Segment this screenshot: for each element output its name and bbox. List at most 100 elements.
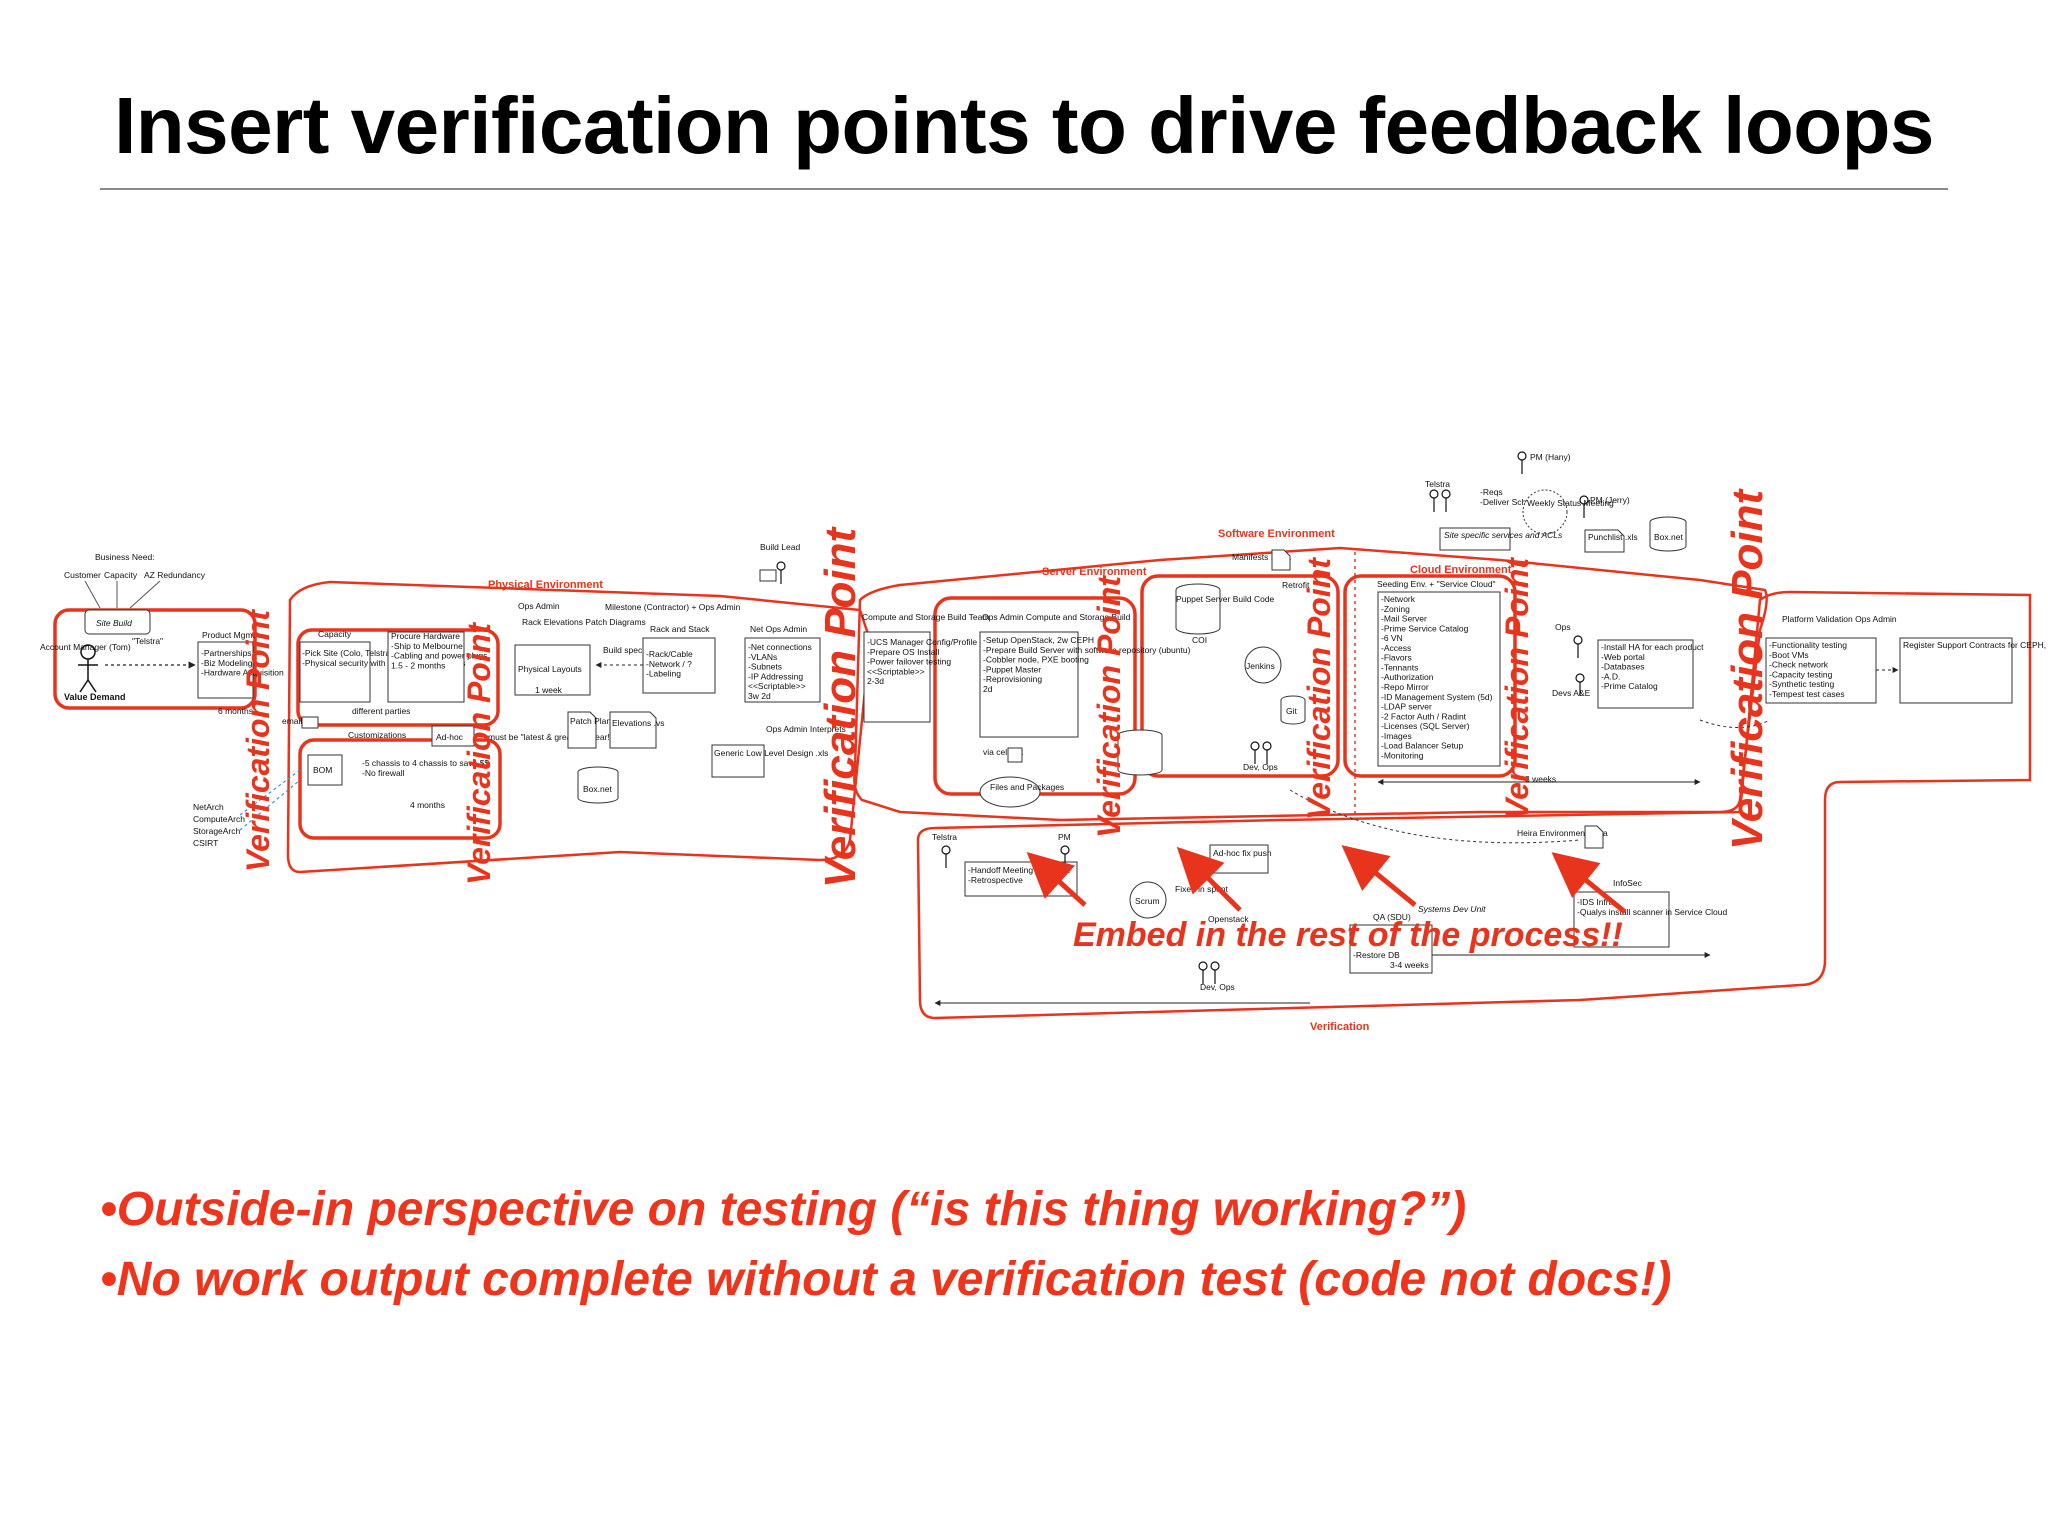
elevations-label: Elevations .vs xyxy=(612,718,664,728)
six-months-label: 6 months xyxy=(218,706,253,716)
box-net-database-icon xyxy=(577,766,619,804)
ha-box: -Install HA for each product-Web portal-… xyxy=(1601,642,1704,691)
ops-admin-compute-box: -Setup OpenStack, 2w CEPH-Prepare Build … xyxy=(983,635,1191,694)
verification-point-3: Verification Point xyxy=(816,525,865,888)
scrum-icon xyxy=(1129,881,1167,919)
csirt-label: CSIRT xyxy=(193,838,218,848)
weekly-status-label: Weekly Status Meeting xyxy=(1527,498,1614,508)
infosec-box: -IDS Infra-Qualys install scanner in Ser… xyxy=(1577,897,1728,917)
retrofit-label: Retrofit xyxy=(1282,580,1310,590)
verification-point-2: Verification Point xyxy=(461,622,497,885)
patch-plan-label: Patch Plan .xls xyxy=(570,716,626,726)
site-build-label: Site Build xyxy=(96,618,132,628)
ad-hoc-label: Ad-hoc xyxy=(436,732,464,742)
via-cell-net-label: via cell net xyxy=(983,747,1024,757)
scrum-label: Scrum xyxy=(1135,896,1160,906)
customizations-label: Customizations xyxy=(348,730,406,740)
storagearch-label: StorageArch xyxy=(193,826,241,836)
customer-label: Customer xyxy=(64,570,101,580)
vp-box-capacity xyxy=(296,628,500,727)
platform-validation-label: Platform Validation Ops Admin xyxy=(1782,614,1897,624)
embed-arrow-4 xyxy=(1551,852,1627,914)
build-spec-label: Build spec? xyxy=(603,645,647,655)
coi-label: COI xyxy=(1192,635,1207,645)
product-mgmt-box: -Partnerships-Biz Modeling-Hardware Acqu… xyxy=(201,648,284,678)
value-demand-label: Value Demand xyxy=(64,692,126,702)
physical-environment-outline xyxy=(286,580,872,874)
embed-annotation: Embed in the rest of the process!! xyxy=(1073,916,1623,954)
milestone-label: Milestone (Contractor) + Ops Admin xyxy=(605,602,741,612)
dev-ops-label-2: Dev, Ops xyxy=(1200,982,1235,992)
net-ops-box: -Net connections-VLANs-Subnets-IP Addres… xyxy=(748,642,812,701)
restore-db-label: -Restore DB xyxy=(1353,950,1400,960)
pm-jerry-label: PM (Jerry) xyxy=(1590,495,1630,505)
three-weeks-label: 3 weeks xyxy=(1525,774,1556,784)
rack-stack-box: -Rack/Cable-Network / ?-Labeling xyxy=(646,649,693,679)
compute-storage-box: -UCS Manager Config/Profile-Prepare OS I… xyxy=(867,637,977,686)
cloud-environment-label: Cloud Environment xyxy=(1410,564,1512,576)
systems-dev-unit-label: Systems Dev Unit xyxy=(1418,904,1486,914)
compute-storage-team-label: Compute and Storage Build Team xyxy=(862,612,989,622)
box-net-top-label: Box.net xyxy=(1654,532,1683,542)
different-parties-label: different parties xyxy=(352,706,410,716)
bom-notes: -5 chassis to 4 chassis to save $$-No fi… xyxy=(362,758,489,778)
must-be-latest-label: must be "latest & greatest" gear! xyxy=(488,732,610,742)
verification-point-5: Verification Point xyxy=(1301,557,1337,820)
reqs-label: -Reqs-Deliver Schedule xyxy=(1480,487,1547,507)
openstack-label: Openstack xyxy=(1208,914,1249,924)
physical-environment-label: Physical Environment xyxy=(488,579,603,591)
generic-lld-label: Generic Low Level Design .xls xyxy=(714,748,828,758)
build-lead-label: Build Lead xyxy=(760,542,800,552)
telstra-label-bottom: Telstra xyxy=(932,832,957,842)
platform-box: -Functionality testing-Boot VMs-Check ne… xyxy=(1769,640,1847,699)
account-manager-label: Account Manager (Tom) xyxy=(40,642,131,652)
qa-sdu-label: QA (SDU) xyxy=(1373,912,1411,922)
heira-env-label: Heira Environment Data xyxy=(1517,828,1608,838)
dev-ops-label-1: Dev, Ops xyxy=(1243,762,1278,772)
three-four-weeks-label: 3-4 weeks xyxy=(1390,960,1429,970)
mail-icon xyxy=(759,569,777,582)
four-months-label: 4 months xyxy=(410,800,445,810)
weekly-status-icon xyxy=(1522,489,1568,535)
email-label: email xyxy=(282,716,302,726)
physical-layouts-label: Physical Layouts xyxy=(518,664,582,674)
puppet-server-label: Puppet Server Build Code xyxy=(1176,594,1275,604)
box-net-top-database-icon xyxy=(1649,516,1687,552)
embed-arrow-2 xyxy=(1176,846,1242,912)
capacity-need-label: Capacity xyxy=(104,570,138,580)
verification-point-7: Verification Point xyxy=(1723,487,1772,850)
pm-hany-label: PM (Hany) xyxy=(1530,452,1571,462)
vp-box-site-build xyxy=(53,608,257,710)
ops-admin-interprets-label: Ops Admin Interprets xyxy=(766,724,846,734)
puppet-database-icon xyxy=(1175,583,1221,635)
handoff-box: -Handoff Meeting to Telstra-Retrospectiv… xyxy=(968,865,1070,885)
ops-label: Ops xyxy=(1555,622,1571,632)
jenkins-label: Jenkins xyxy=(1246,661,1275,671)
punchlist-label: Punchlist .xls xyxy=(1588,532,1638,542)
computearch-label: ComputeArch xyxy=(193,814,245,824)
infosec-label: InfoSec xyxy=(1613,878,1643,888)
account-manager-person-icon xyxy=(78,644,98,693)
software-environment-label: Software Environment xyxy=(1218,528,1335,540)
product-mgmt-label: Product Mgmt xyxy=(202,630,256,640)
embed-arrow-3 xyxy=(1341,845,1417,907)
vp-box-puppet xyxy=(1140,574,1340,778)
bullet-list: •Outside-in perspective on testing (“is … xyxy=(100,1175,1672,1315)
jenkins-icon xyxy=(1244,646,1282,684)
email-icon xyxy=(301,716,319,729)
netarch-label: NetArch xyxy=(193,802,224,812)
vp-box-bom xyxy=(298,738,502,840)
git-label: Git xyxy=(1286,706,1298,716)
pm-label: PM xyxy=(1058,832,1071,842)
rack-elevations-label: Rack Elevations Patch Diagrams xyxy=(522,617,646,627)
support-box: Register Support Contracts for CEPH, Can… xyxy=(1903,640,2048,650)
telstra-quote-label: "Telstra" xyxy=(132,636,163,646)
verification-environment-label: Verification xyxy=(1310,1021,1370,1033)
ops-admin-label: Ops Admin xyxy=(518,601,560,611)
capacity-label: Capacity xyxy=(318,629,352,639)
box-net-label: Box.net xyxy=(583,784,612,794)
az-redundancy-label: AZ Redundancy xyxy=(144,570,206,580)
capacity-box: -Pick Site (Colo, Telstra)-Physical secu… xyxy=(302,648,465,668)
verification-point-4: Verification Point xyxy=(1091,575,1127,838)
